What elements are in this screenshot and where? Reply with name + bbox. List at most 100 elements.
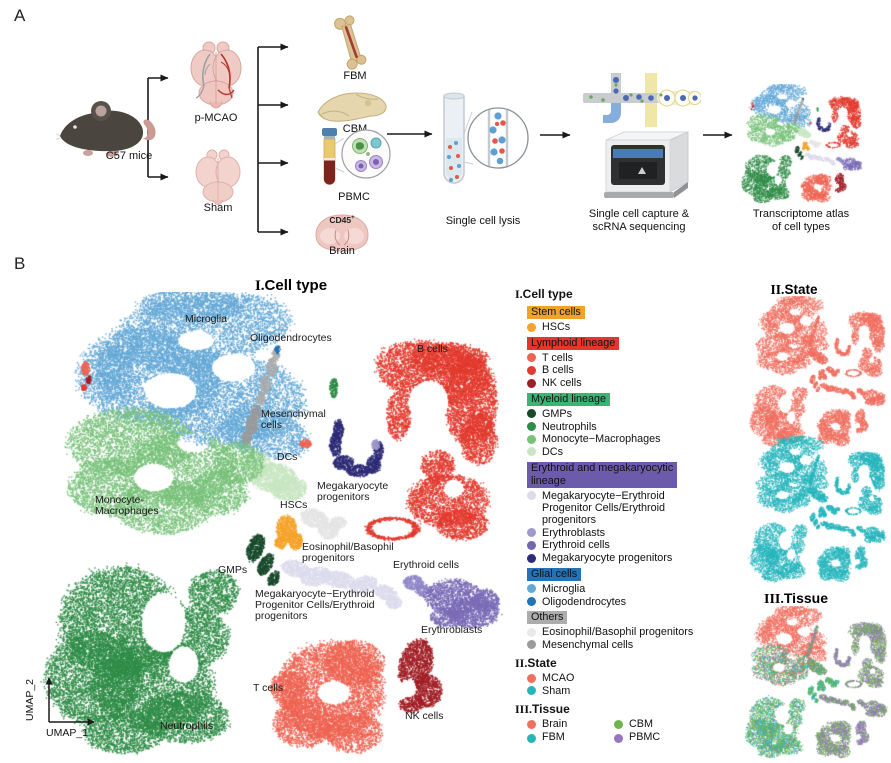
legend-item-label: Oligodendrocytes xyxy=(542,595,627,608)
chip-icon xyxy=(583,73,701,127)
legend-item-label: Mesenchymal cells xyxy=(542,638,634,651)
legend-item: PBMC xyxy=(614,731,730,743)
legend-item: Megakaryocyte−Erythroid Progenitor Cells… xyxy=(527,490,730,527)
legend-item-label: CBM xyxy=(629,718,653,731)
tissue-title: III.Tissue xyxy=(764,590,828,607)
legend-item-label: Monocyte−Macrophages xyxy=(542,433,661,446)
legend-item: Brain xyxy=(527,718,614,730)
legend-item: B cells xyxy=(527,364,730,376)
umap2-axis-label: UMAP_2 xyxy=(24,678,36,721)
legend-tissue-grid: Brain CBM FBM PBMC xyxy=(527,718,730,743)
legend-dot xyxy=(527,353,536,363)
legend-dot xyxy=(527,640,536,650)
legend-cell-type-header: I.Cell type xyxy=(515,287,730,302)
umap1-axis-label: UMAP_1 xyxy=(46,727,89,739)
skull-icon xyxy=(317,92,387,122)
legend-item-label: Neutrophils xyxy=(542,420,597,433)
femur-icon xyxy=(334,15,367,70)
legend-dot xyxy=(527,322,536,332)
legend-item: CBM xyxy=(614,718,730,730)
sham-label: Sham xyxy=(203,202,233,214)
legend-item-label: GMPs xyxy=(542,407,572,420)
mouse-icon xyxy=(56,101,156,157)
legend-dot xyxy=(527,434,536,444)
fbm-label: FBM xyxy=(343,70,367,82)
legend-item: GMPs xyxy=(527,408,730,420)
state-mcao-umap-canvas xyxy=(746,296,888,448)
mouse-label: C57 mice xyxy=(105,150,153,162)
pbmc-label: PBMC xyxy=(338,191,370,203)
legend-dot xyxy=(527,733,536,743)
state-sham-umap-canvas xyxy=(746,436,888,584)
panel-b-letter: B xyxy=(14,254,26,273)
legend-item: T cells xyxy=(527,352,730,364)
legend-dot xyxy=(527,597,536,607)
legend-dot xyxy=(527,540,536,550)
legend-group-title: Stem cells xyxy=(527,306,585,319)
pmcao-label: p-MCAO xyxy=(194,112,238,124)
legend-item-label: Erythroblasts xyxy=(542,526,606,539)
legend-dot xyxy=(527,447,536,457)
lysis-label: Single cell lysis xyxy=(445,215,521,227)
legend-dot xyxy=(527,491,536,501)
legend-item: Microglia xyxy=(527,583,730,595)
legend-item-label: T cells xyxy=(542,351,573,364)
legend-dot xyxy=(527,673,536,683)
legend-dot xyxy=(527,720,536,730)
legend-item: MCAO xyxy=(527,672,730,684)
legend-item-label: Erythroid cells xyxy=(542,539,610,552)
legend-item-label: Microglia xyxy=(542,582,586,595)
legend-header-text: State xyxy=(527,656,557,671)
legend-dot xyxy=(527,378,536,388)
legend-item-label: B cells xyxy=(542,364,574,377)
legend-item-label: PBMC xyxy=(629,731,661,744)
main-umap-canvas xyxy=(33,292,510,760)
state-title: II.State xyxy=(770,282,818,297)
legend-dot xyxy=(614,733,623,743)
sequencer-icon xyxy=(604,131,689,198)
legend-item: Oligodendrocytes xyxy=(527,596,730,608)
legend-state-header: II.State xyxy=(515,656,730,671)
legend-item-label: Sham xyxy=(542,684,571,697)
legend-item-label: NK cells xyxy=(542,377,582,390)
tissue-umap-canvas xyxy=(741,606,890,760)
legend-item: HSCs xyxy=(527,321,730,333)
legend-group-title: Lymphoid lineage xyxy=(527,336,620,350)
legend-item-label: MCAO xyxy=(542,672,575,685)
legend-dot xyxy=(527,422,536,432)
panel-a-letter: A xyxy=(14,6,26,25)
lysis-tube-icon xyxy=(443,92,529,184)
legend-dot xyxy=(527,553,536,563)
legend-group-title: Myeloid lineage xyxy=(527,392,611,406)
legend-header-numeral: II. xyxy=(515,656,528,671)
legend-item: Megakaryocyte progenitors xyxy=(527,552,730,564)
pmcao-brain-icon xyxy=(190,41,242,109)
legend-header-text: Tissue xyxy=(532,702,570,717)
umap-axes xyxy=(45,677,95,726)
legend-item-label: Megakaryocyte progenitors xyxy=(542,552,673,565)
legend-item: Sham xyxy=(527,685,730,697)
legend-item-label: FBM xyxy=(542,731,565,744)
legend-item-label: Megakaryocyte−Erythroid Progenitor Cells… xyxy=(542,489,666,527)
legend-dot xyxy=(527,627,536,637)
legend-item-label: Brain xyxy=(542,718,568,731)
legend-item-label: DCs xyxy=(542,445,563,458)
legend-item-label: Eosinophil/Basophil progenitors xyxy=(542,626,694,639)
pbmc-icon xyxy=(322,128,391,185)
legend-header-text: Cell type xyxy=(522,287,573,301)
legend-item: FBM xyxy=(527,731,614,743)
legend-dot xyxy=(527,365,536,375)
cell-type-title: I.Cell type xyxy=(254,277,328,294)
legend-dot xyxy=(527,528,536,538)
legend-tissue-header: III.Tissue xyxy=(515,702,730,717)
brain-label: Brain xyxy=(329,245,355,257)
legend-item: Erythroid cells xyxy=(527,539,730,551)
legend-dot xyxy=(527,584,536,594)
legend-item-label: HSCs xyxy=(542,321,571,333)
capture-label: Single cell capture & scRNA sequencing xyxy=(588,208,690,233)
legend-item: Neutrophils xyxy=(527,421,730,433)
legend-dot xyxy=(527,409,536,419)
legend-header-numeral: III. xyxy=(515,702,533,717)
legend-item: DCs xyxy=(527,446,730,458)
